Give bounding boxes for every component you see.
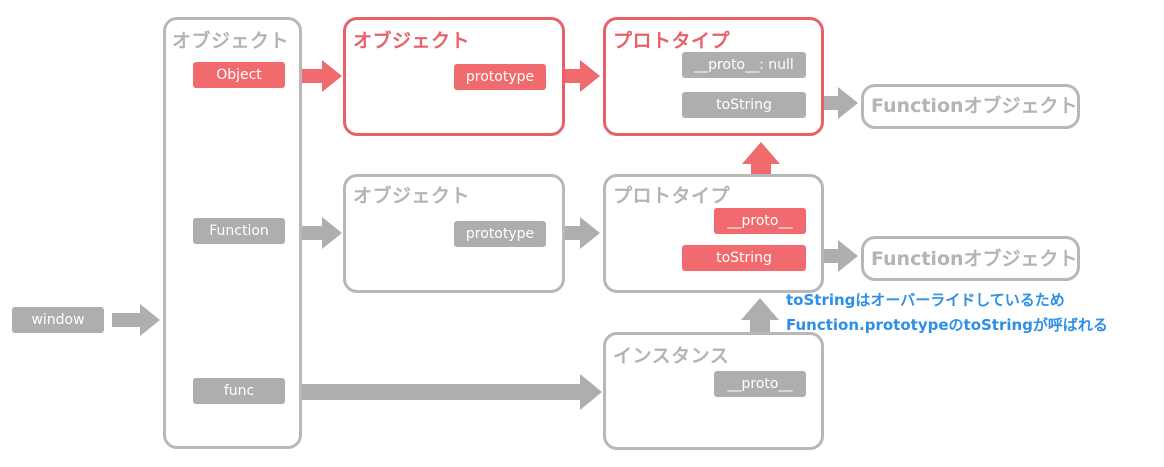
function-object-title: オブジェクト xyxy=(353,185,471,207)
instance-title: インスタンス xyxy=(613,345,730,367)
arrow-tostring-top xyxy=(811,87,858,119)
arrow-function-prototype xyxy=(548,217,600,249)
func-item: func xyxy=(193,378,285,404)
proto-null-item: __proto__: null xyxy=(682,52,806,78)
note-line-2: Function.prototypeのtoStringが呼ばれる xyxy=(786,316,1108,334)
function-prototype-title: プロトタイプ xyxy=(613,185,731,207)
object-tostring-item: toString xyxy=(682,92,806,118)
window-label: window xyxy=(12,307,104,333)
object-item: Object xyxy=(193,62,285,88)
arrow-object xyxy=(291,60,342,92)
function-proto-item: __proto__ xyxy=(714,208,806,234)
object-object-title: オブジェクト xyxy=(353,30,471,52)
arrow-object-prototype xyxy=(548,60,600,92)
function-tostring-item: toString xyxy=(682,245,806,271)
function-item: Function xyxy=(193,218,285,244)
global-object-title: オブジェクト xyxy=(172,30,290,52)
object-prototype-item: prototype xyxy=(454,64,546,90)
arrow-function xyxy=(291,217,342,249)
note-line-1: toStringはオーバーライドしているため xyxy=(786,291,1065,309)
object-prototype-title: プロトタイプ xyxy=(613,30,731,52)
arrow-func xyxy=(289,374,602,410)
function-object-box-middle xyxy=(861,236,1080,281)
function-prototype-item: prototype xyxy=(454,221,546,247)
function-object-box-top xyxy=(861,84,1080,129)
arrow-window xyxy=(112,304,160,336)
instance-proto-item: __proto__ xyxy=(714,371,806,397)
function-object-label-top: Functionオブジェクト xyxy=(871,95,1078,117)
arrow-tostring-bottom xyxy=(811,240,858,272)
function-object-label-middle: Functionオブジェクト xyxy=(871,248,1078,270)
